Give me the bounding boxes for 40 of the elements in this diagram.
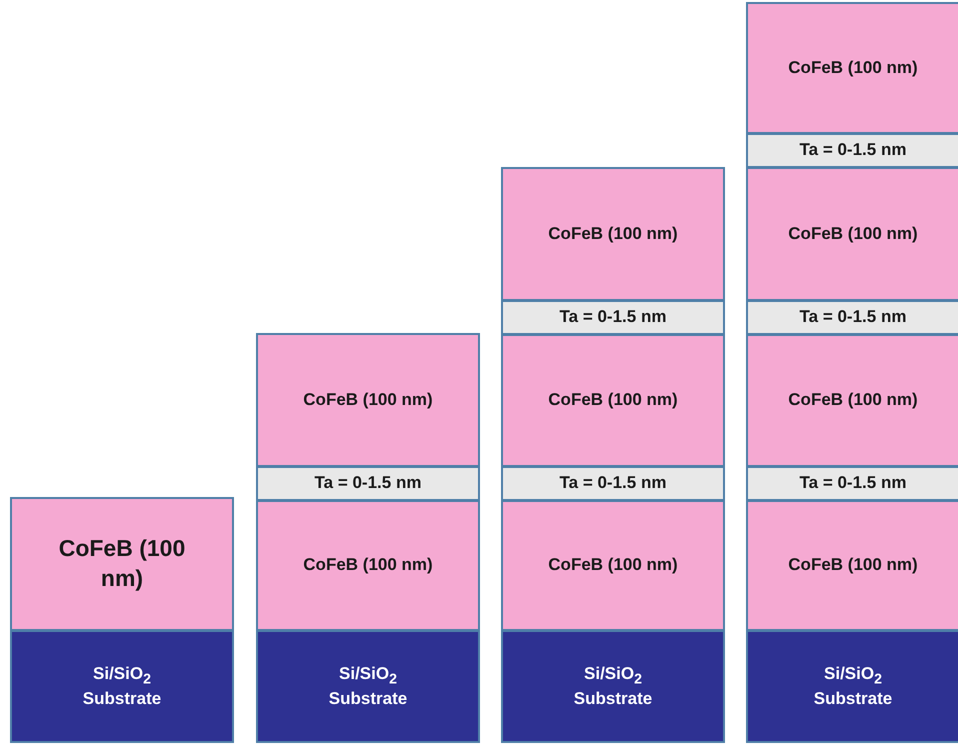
layer-label: Ta = 0-1.5 nm	[314, 472, 422, 494]
layer-label: CoFeB (100 nm)	[788, 56, 918, 79]
cofeb-layer	[10, 497, 234, 631]
cofeb-layer	[501, 334, 725, 467]
layer-label: CoFeB (100 nm)	[788, 222, 918, 245]
cofeb-layer	[746, 334, 958, 467]
layer-label: CoFeB (100 nm)	[548, 389, 678, 412]
layer-label: CoFeB (100 nm)	[303, 554, 433, 576]
ta-spacer-layer	[746, 133, 958, 168]
layer-label: CoFeB (100 nm)	[548, 222, 678, 245]
substrate-layer	[746, 630, 958, 743]
cofeb-layer	[501, 167, 725, 301]
ta-spacer-layer	[256, 466, 480, 501]
layer-label: Si/SiO$_{2}$ Substrate	[82, 662, 162, 710]
cofeb-layer	[746, 2, 958, 134]
cofeb-layer	[501, 500, 725, 631]
layer-label: CoFeB (100 nm)	[788, 554, 918, 576]
layer-label: Ta = 0-1.5 nm	[800, 139, 906, 162]
layer-label: Si/SiO$_{2}$ Substrate	[572, 662, 654, 710]
cofeb-layer	[256, 333, 480, 467]
ta-spacer-layer	[501, 300, 725, 335]
substrate-layer	[10, 630, 234, 743]
substrate-layer	[501, 630, 725, 743]
cofeb-layer	[746, 500, 958, 631]
layer-label: CoFeB (100 nm)	[788, 389, 918, 412]
layer-label: CoFeB (100 nm)	[303, 388, 433, 411]
ta-spacer-layer	[501, 466, 725, 501]
cofeb-layer	[746, 167, 958, 301]
layer-label: Ta = 0-1.5 nm	[800, 472, 906, 494]
ta-spacer-layer	[746, 300, 958, 335]
substrate-layer	[256, 630, 480, 743]
cofeb-layer	[256, 500, 480, 631]
layer-label: Ta = 0-1.5 nm	[560, 472, 666, 494]
ta-spacer-layer	[746, 466, 958, 501]
layer-label: CoFeB (100 nm)	[548, 554, 678, 576]
layer-label: Si/SiO$_{2}$ Substrate	[328, 662, 408, 710]
layer-label: Si/SiO$_{2}$ Substrate	[812, 662, 894, 710]
layer-label: Ta = 0-1.5 nm	[800, 306, 906, 328]
layer-label: CoFeB (100 nm)	[58, 534, 186, 593]
layer-label: Ta = 0-1.5 nm	[560, 306, 666, 328]
